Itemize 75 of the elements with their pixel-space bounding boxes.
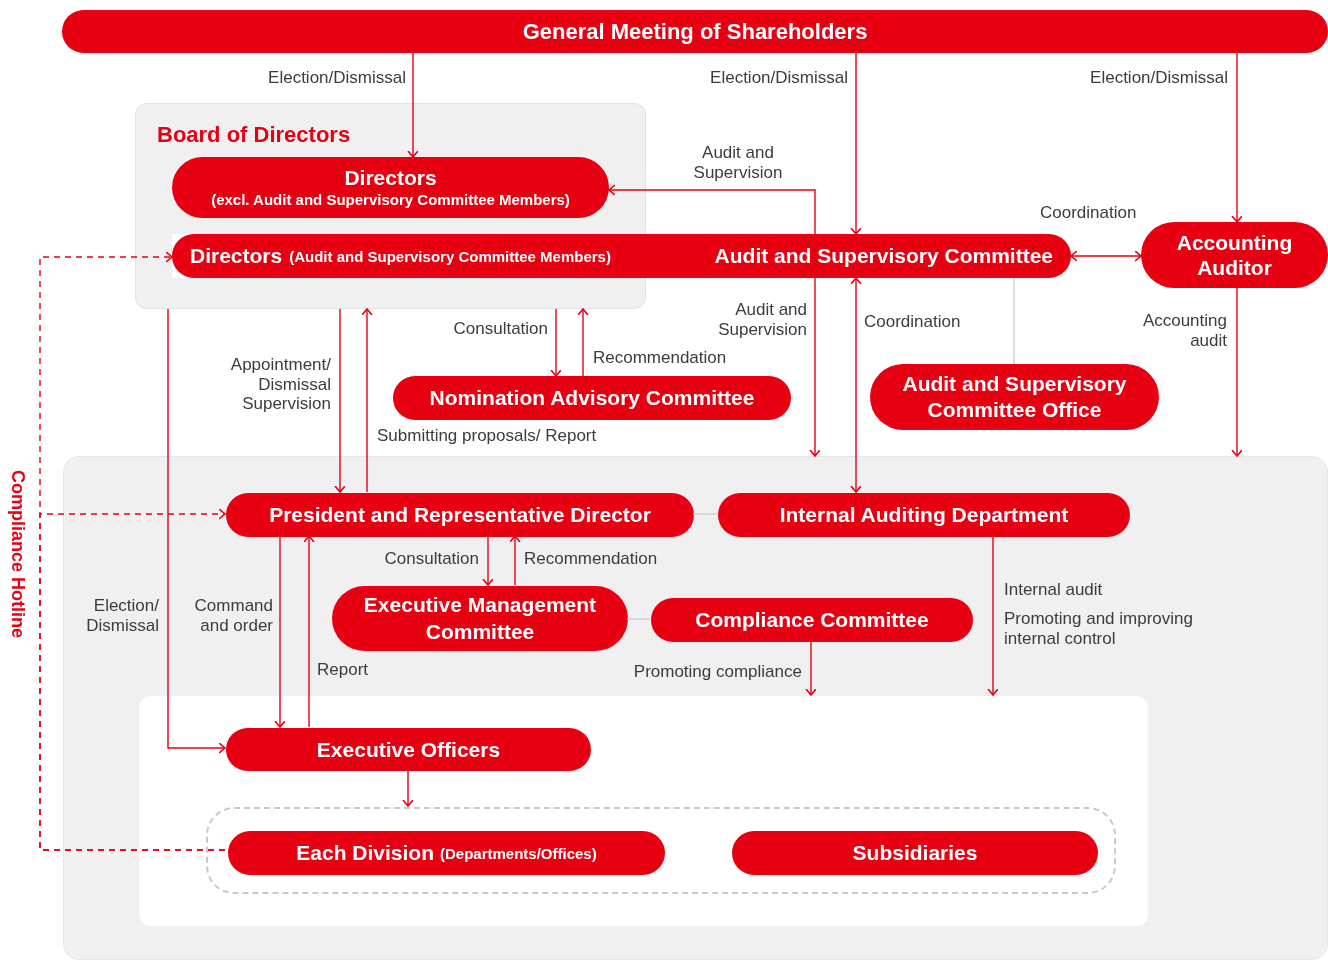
dashed-arrow bbox=[39, 508, 226, 851]
arrow bbox=[303, 535, 315, 728]
header-bar bbox=[62, 10, 1328, 53]
bar-title: General Meeting of Shareholders bbox=[522, 18, 868, 46]
arrow bbox=[805, 640, 817, 696]
arrow bbox=[482, 535, 494, 586]
edge-label: Election/ Dismissal bbox=[85, 596, 159, 636]
arrow bbox=[1070, 250, 1142, 262]
edge-label: Coordination bbox=[1040, 203, 1138, 223]
unit-pill bbox=[172, 234, 1071, 278]
unit-pill bbox=[393, 376, 791, 420]
edge-label: Command and order bbox=[193, 596, 273, 636]
execution-panel bbox=[63, 456, 1328, 960]
arrow bbox=[809, 277, 821, 457]
unit-pill bbox=[732, 831, 1098, 875]
unit-title: Audit and Supervisory Committee bbox=[714, 243, 1053, 270]
arrow bbox=[1231, 52, 1243, 223]
arrow bbox=[274, 535, 286, 728]
connector-line bbox=[1013, 277, 1015, 365]
unit-title: Accounting Auditor bbox=[1175, 229, 1294, 281]
edge-label: Audit and Supervision bbox=[717, 300, 807, 340]
edge-label: Promoting compliance bbox=[632, 662, 802, 682]
arrow bbox=[850, 277, 862, 493]
edge-label: Consultation bbox=[383, 549, 479, 569]
unit-pill bbox=[226, 728, 591, 771]
unit-title: Subsidiaries bbox=[852, 840, 978, 867]
panel-heading: Board of Directors bbox=[157, 121, 351, 149]
arrow bbox=[608, 184, 816, 235]
arrow bbox=[509, 535, 521, 586]
unit-title: Directors bbox=[344, 165, 437, 191]
edge-label: Coordination bbox=[864, 312, 962, 332]
edge-label: Internal audit bbox=[1004, 580, 1104, 600]
edge-label: Consultation bbox=[452, 319, 548, 339]
arrow bbox=[167, 308, 226, 754]
unit-pill bbox=[651, 598, 973, 642]
edge-label: Election/Dismissal bbox=[267, 68, 406, 88]
unit-pill bbox=[228, 831, 665, 875]
unit-pill bbox=[718, 493, 1130, 537]
unit-subtitle: (Departments/Offices) bbox=[440, 843, 597, 864]
edge-label: Report bbox=[317, 660, 370, 680]
dashed-group bbox=[206, 807, 1116, 894]
unit-title: Executive Officers bbox=[316, 736, 501, 763]
edge-label: Recommendation bbox=[524, 549, 659, 569]
unit-subtitle: (Audit and Supervisory Committee Members) bbox=[289, 246, 611, 267]
unit-pill bbox=[226, 493, 694, 537]
unit-title: Nomination Advisory Committee bbox=[429, 385, 755, 412]
arrow bbox=[577, 308, 589, 377]
unit-title: Audit and Supervisory Committee Office bbox=[901, 370, 1128, 423]
unit-title: Each Division bbox=[296, 840, 434, 867]
arrow bbox=[550, 308, 562, 377]
edge-label: Compliance Hotline bbox=[9, 470, 27, 639]
edge-label: Election/Dismissal bbox=[709, 68, 848, 88]
arrow bbox=[1231, 287, 1243, 457]
edge-label: Recommendation bbox=[593, 348, 728, 368]
edge-label: Accounting audit bbox=[1141, 311, 1227, 351]
unit-pill bbox=[172, 157, 609, 218]
edge-label: Election/Dismissal bbox=[1089, 68, 1228, 88]
unit-title: Directors bbox=[190, 243, 283, 270]
edge-label: Appointment/ Dismissal Supervision bbox=[229, 355, 331, 414]
note-text: Promoting and improving internal control bbox=[1004, 609, 1194, 649]
arrow bbox=[850, 52, 862, 235]
operations-panel bbox=[139, 696, 1148, 926]
arrow bbox=[407, 52, 419, 158]
unit-title: President and Representative Director bbox=[269, 502, 651, 529]
unit-subtitle: (excl. Audit and Supervisory Committee Members) bbox=[211, 191, 570, 210]
arrow bbox=[361, 308, 373, 493]
edge-label: Submitting proposals/ Report bbox=[377, 426, 598, 446]
arrow bbox=[987, 535, 999, 696]
unit-title: Internal Auditing Department bbox=[779, 502, 1069, 529]
unit-title: Compliance Committee bbox=[695, 607, 929, 634]
arrow bbox=[402, 769, 414, 807]
unit-pill bbox=[1141, 222, 1328, 288]
edge-label: Audit and Supervision bbox=[692, 143, 784, 183]
arrow bbox=[334, 308, 346, 493]
unit-title: Executive Management Committee bbox=[362, 592, 598, 645]
